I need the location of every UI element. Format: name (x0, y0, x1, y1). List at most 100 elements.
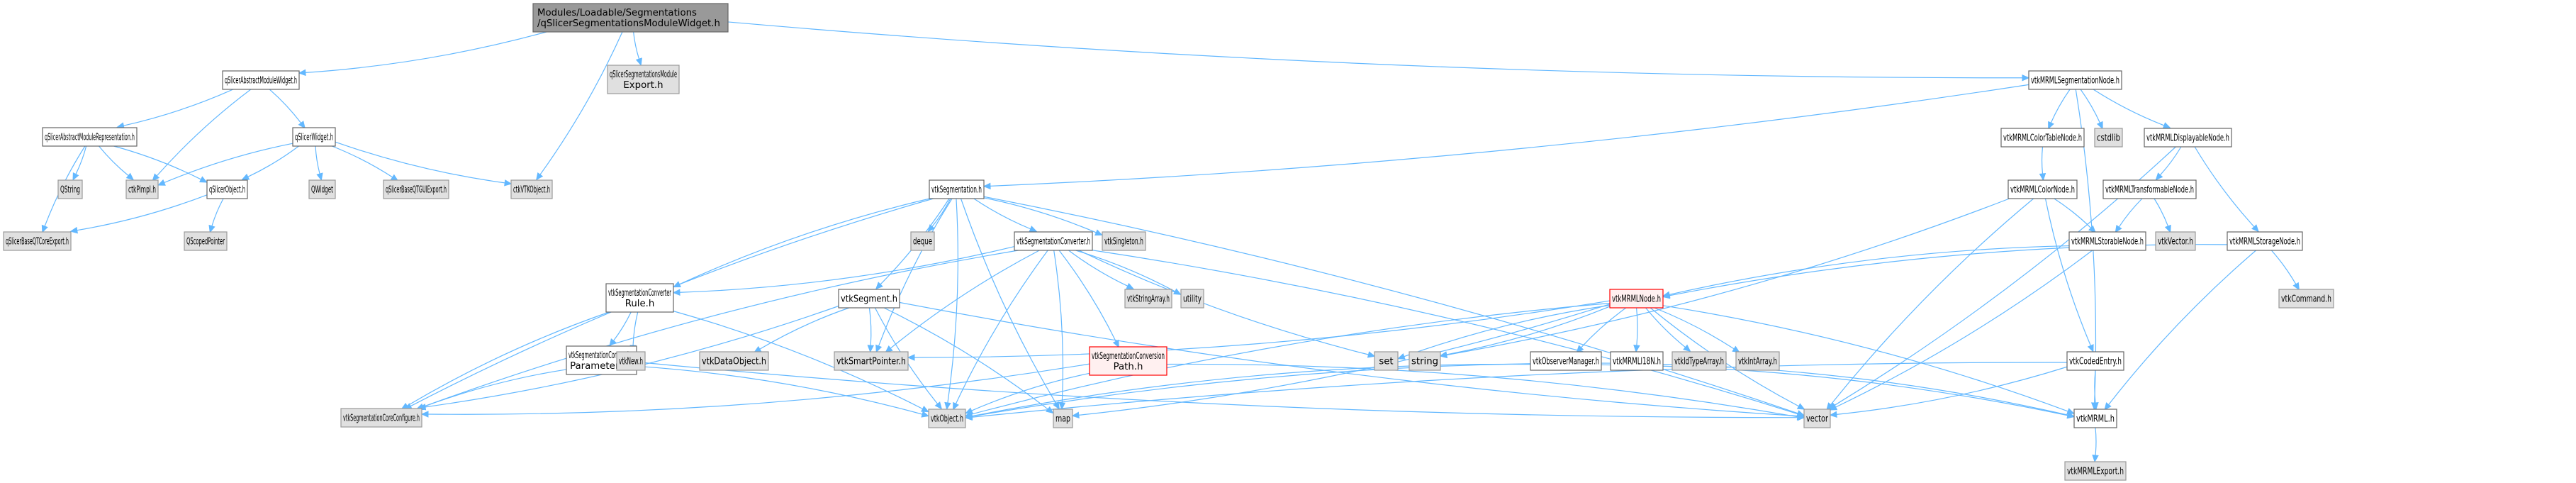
node-vtkCommand: vtkCommand.h (2278, 289, 2334, 309)
node-qSlicerBaseQTCoreExport: qSlicerBaseQTCoreExport.h (3, 231, 72, 251)
arrowhead-icon-vtkMRML (2066, 411, 2076, 418)
arrowhead-icon-vtkVector (2164, 224, 2171, 233)
node-vtkMRMLSegmentationNode[interactable]: vtkMRMLSegmentationNode.h (2028, 70, 2122, 90)
edge-vtkCodedEntry-to-vector (1836, 366, 2068, 415)
node-label: vtkSegmentationConverter.h (1017, 237, 1090, 248)
node-label: vtkSegmentationCoreConfigure.h (343, 413, 420, 424)
node-box (510, 179, 553, 199)
edge-vtkObserverManager-to-vtkMRML (1601, 364, 2068, 416)
node-label: Rule.h (625, 299, 655, 309)
node-vtkSingleton: vtkSingleton.h (1102, 231, 1146, 251)
arrowhead-icon-vtkSegmentationConverter (1029, 226, 1038, 232)
node-vtkIdTypeArray: vtkIdTypeArray.h (1671, 351, 1727, 371)
node-vtkSegmentation[interactable]: vtkSegmentation.h (929, 179, 985, 199)
node-vtkMRMLStorageNode[interactable]: vtkMRMLStorageNode.h (2227, 231, 2303, 251)
node-box (42, 127, 138, 147)
node-box (2068, 231, 2146, 251)
arrowhead-icon-vtkObject (921, 406, 929, 413)
node-label: vtkSegmentationConversion (1092, 351, 1165, 362)
edge-vtkMRMLStorageNode-to-vtkMRML (2108, 250, 2256, 405)
arrowhead-icon-qSlicerSegmentationsModuleExport (635, 57, 642, 66)
arrowhead-icon-utility (1172, 288, 1182, 295)
node-box (184, 231, 228, 251)
node-vtkMRMLTransformableNode[interactable]: vtkMRMLTransformableNode.h (2102, 179, 2197, 199)
edge-vtkSegmentationConverter-to-vtkStringArray (1068, 250, 1129, 287)
node-qSlicerWidget[interactable]: qSlicerWidget.h (292, 127, 336, 147)
edge-vtkMRMLNode-to-map (1078, 304, 1611, 416)
node-box (2000, 128, 2085, 148)
arrowhead-icon-qSlicerAbstractModuleWidget (298, 69, 306, 77)
edge-vtkMRMLColorNode-to-vtkCodedEntry (2044, 198, 2091, 346)
node-qSlicerAbstractModuleWidget[interactable]: qSlicerAbstractModuleWidget.h (222, 70, 300, 90)
node-label: ctkPimpl.h (128, 185, 156, 196)
node-vtkObserverManager[interactable]: vtkObserverManager.h (1530, 351, 1602, 371)
arrowhead-icon-QWidget (316, 172, 323, 182)
node-label: Path.h (1114, 362, 1143, 372)
node-root[interactable]: Modules/Loadable/Segmentations/qSlicerSe… (532, 3, 729, 33)
node-label: vtkMRMLColorTableNode.h (2003, 133, 2082, 144)
node-box (57, 179, 83, 199)
node-box (3, 231, 72, 251)
arrowhead-icon-vtkCodedEntry (2087, 344, 2094, 352)
node-vtkSegmentationConverter[interactable]: vtkSegmentationConverter.h (1014, 231, 1093, 251)
node-box (1124, 289, 1172, 309)
node-vtkMRMLColorTableNode[interactable]: vtkMRMLColorTableNode.h (2000, 128, 2085, 148)
edge-vtkCodedEntry-to-vtkObject (971, 362, 2068, 418)
edge-vtkMRMLColorNode-to-vector (1830, 198, 2034, 405)
node-label: vtkMRMLExport.h (2067, 467, 2124, 477)
node-vtkObject: vtkObject.h (928, 409, 966, 428)
node-label: utility (1183, 294, 1202, 305)
arrowhead-icon-string (1439, 351, 1448, 358)
node-vtkMRML[interactable]: vtkMRML.h (2073, 409, 2117, 428)
edge-vtkSegmentationConversionPath-to-vtkSegmentationCoreConfigure (427, 363, 1090, 415)
edge-vtkObserverManager-to-vtkObject (971, 363, 1531, 417)
arrowhead-icon-set (1397, 353, 1406, 360)
node-vtkMRMLNode[interactable]: vtkMRMLNode.h (1609, 289, 1664, 309)
edge-qSlicerWidget-to-qSlicerObject (247, 145, 299, 177)
edge-vtkSegment-to-map (883, 307, 1048, 410)
arrowhead-icon-ctkPimpl (125, 172, 135, 181)
node-vtkSegment[interactable]: vtkSegment.h (838, 289, 900, 309)
arrowhead-icon-ctkPimpl (157, 179, 166, 186)
arrowhead-icon-vtkMRMLStorageNode (2251, 224, 2259, 233)
node-label: vtkSmartPointer.h (836, 357, 906, 367)
node-vtkMRMLDisplayableNode[interactable]: vtkMRMLDisplayableNode.h (2144, 128, 2232, 148)
arrowhead-icon-QScopedPointer (208, 224, 215, 233)
arrowhead-icon-vtkMRML (2092, 402, 2099, 411)
node-label: vtkMRMLNode.h (1612, 294, 1661, 305)
node-label: vtkMRMLColorNode.h (2010, 185, 2075, 196)
node-qSlicerAbstractModuleRepresentation[interactable]: qSlicerAbstractModuleRepresentation.h (42, 127, 138, 147)
edge-qSlicerObject-to-qSlicerBaseQTCoreExport (77, 194, 208, 231)
edge-vtkSegmentation-to-vtkSmartPointer (878, 198, 953, 347)
node-box (383, 179, 449, 199)
edge-vtkSegmentationConversionParameters-to-vector (636, 361, 1798, 418)
edge-root-to-vtkMRMLSegmentationNode (727, 21, 2023, 79)
node-ctkVTKObject: ctkVTKObject.h (510, 179, 553, 199)
arrowhead-icon-qSlicerObject (199, 176, 208, 183)
node-box (2278, 289, 2334, 309)
edge-vtkSegmentation-to-vtkSegmentationConverterRule (679, 198, 930, 285)
arrowhead-icon-vtkSegment (875, 282, 883, 290)
edge-vtkMRMLTransformableNode-to-vtkVector (2154, 198, 2169, 227)
node-label: vtkDataObject.h (702, 357, 766, 367)
edge-vtkMRMLColorNode-to-vtkMRMLStorableNode (2054, 198, 2092, 228)
node-vtkMRMLStorableNode[interactable]: vtkMRMLStorableNode.h (2068, 231, 2146, 251)
edge-qSlicerWidget-to-QWidget (315, 145, 320, 174)
node-qSlicerObject[interactable]: qSlicerObject.h (206, 179, 248, 199)
node-label: deque (913, 237, 932, 248)
node-vtkMRMLI18N[interactable]: vtkMRMLI18N.h (1610, 351, 1664, 371)
arrowhead-icon-qSlicerBaseQTCoreExport (69, 226, 78, 234)
edge-vtkMRMLSegmentationNode-to-vtkSegmentation (990, 84, 2029, 187)
arrowhead-icon-QString (72, 172, 79, 181)
node-label: ctkVTKObject.h (513, 185, 550, 196)
node-vtkMRMLExport: vtkMRMLExport.h (2064, 461, 2127, 481)
edge-vtkSegmentation-to-map (960, 198, 1057, 404)
arrowhead-icon-vtkMRMLColorNode (2039, 173, 2046, 182)
node-vtkCodedEntry[interactable]: vtkCodedEntry.h (2066, 351, 2124, 371)
node-vtkMRMLColorNode[interactable]: vtkMRMLColorNode.h (2007, 179, 2078, 199)
node-label: vtkMRMLDisplayableNode.h (2146, 133, 2229, 144)
arrowhead-icon-vtkObserverManager (1576, 345, 1584, 353)
arrowhead-icon-vtkMRMLStorableNode (2088, 225, 2096, 233)
